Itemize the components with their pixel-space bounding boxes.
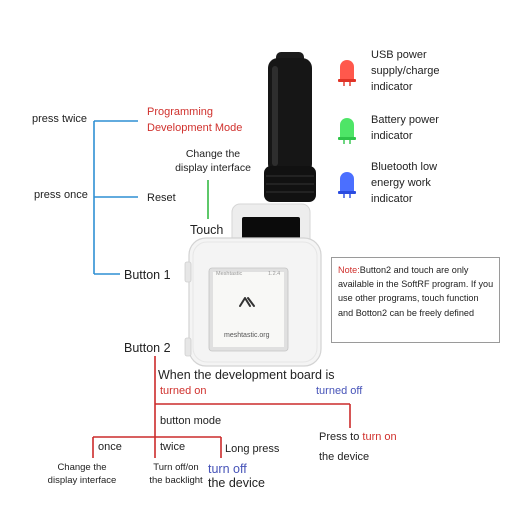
green-led-icon xyxy=(338,118,356,144)
screen-header-right: 1.2.4 xyxy=(268,271,281,277)
battery-led-label: Battery power indicator xyxy=(371,114,439,142)
when-board-label: When the development board is xyxy=(158,368,335,382)
press-once-label: press once xyxy=(34,189,88,201)
screen-url: meshtastic.org xyxy=(224,332,270,339)
button2-label: Button 2 xyxy=(124,341,171,355)
twice-label: twice xyxy=(160,441,186,453)
touch-label: Touch xyxy=(190,223,224,237)
bluetooth-led-label: Bluetooth low energy work indicator xyxy=(371,161,438,205)
press-twice-label: press twice xyxy=(32,113,88,125)
note-prefix: Note: xyxy=(338,265,360,275)
press-to-turn-on-label: Press to turn on xyxy=(319,431,397,443)
red-led-icon xyxy=(338,60,356,86)
note-text: Button2 and touch are only available in … xyxy=(338,265,494,318)
antenna xyxy=(268,58,312,174)
reset-label: Reset xyxy=(147,192,176,204)
backlight-label: Turn off/on the backlight xyxy=(149,462,203,486)
turn-off-label: turn off xyxy=(208,462,247,476)
once-label: once xyxy=(98,441,122,453)
usb-led-label: USB power supply/charge indicator xyxy=(371,49,440,93)
touch-change-display-label: Change the display interface xyxy=(175,148,251,174)
blue-led-icon xyxy=(338,172,356,198)
button1-label: Button 1 xyxy=(124,268,171,282)
device-illustration xyxy=(184,52,322,367)
programming-label: Programming Development Mode xyxy=(147,106,243,134)
note-box: Note:Button2 and touch are only availabl… xyxy=(331,257,500,343)
the-device-right-label: the device xyxy=(319,451,370,463)
the-device-bottom-label: the device xyxy=(208,476,265,490)
turned-on-label: turned on xyxy=(160,385,207,397)
epaper-screen xyxy=(213,272,284,347)
button-mode-label: button mode xyxy=(160,415,222,427)
turned-off-label: turned off xyxy=(316,385,363,397)
button2-side xyxy=(184,337,192,357)
long-press-label: Long press xyxy=(225,443,280,455)
meshtastic-logo-icon xyxy=(239,297,255,307)
screen-header-left: Meshtastic xyxy=(216,271,243,277)
change-display-label: Change the display interface xyxy=(47,462,117,486)
button1-side xyxy=(184,261,192,283)
